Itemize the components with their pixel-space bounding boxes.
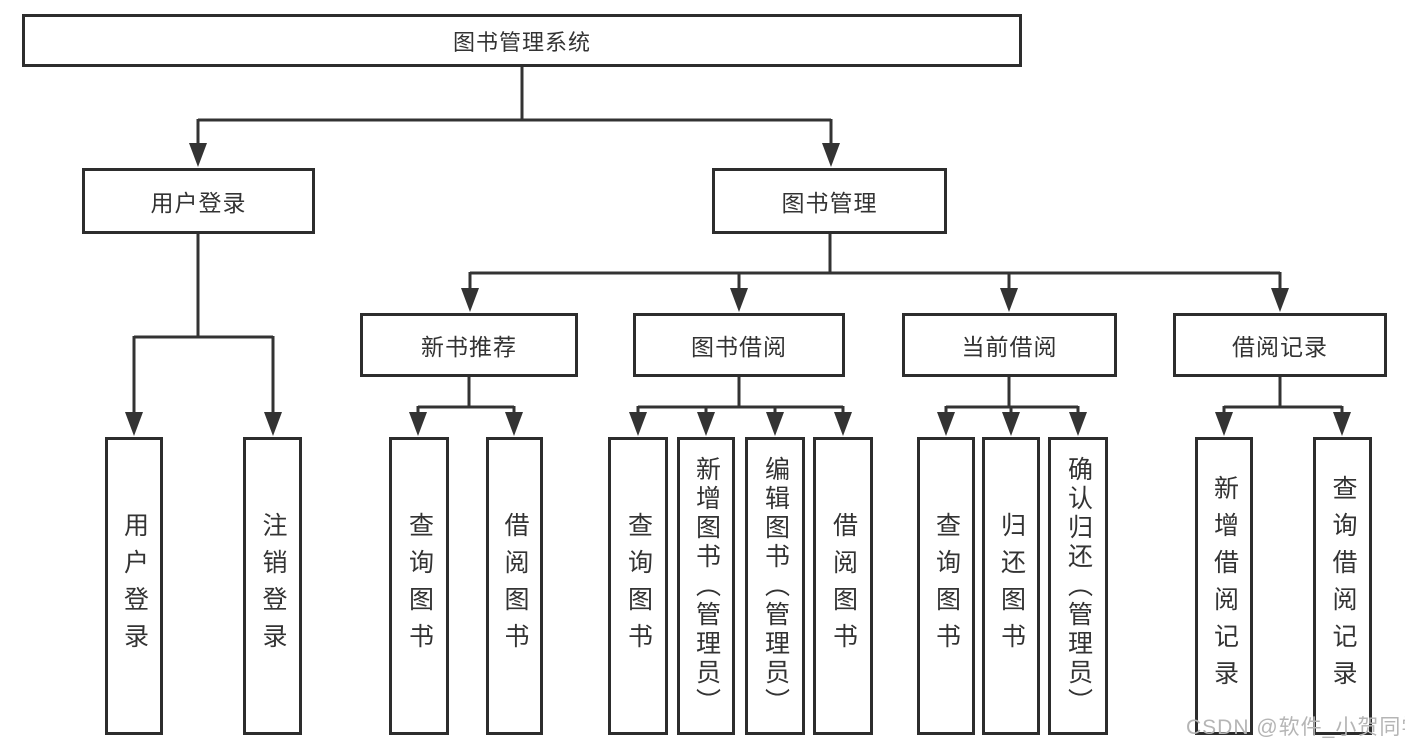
arrowheads — [125, 143, 1351, 436]
node-borrow-records: 借阅记录 — [1173, 313, 1387, 377]
leaf-borrow-books: 借阅图书 — [813, 437, 873, 735]
node-book-management: 图书管理 — [712, 168, 947, 234]
node-book-borrow: 图书借阅 — [633, 313, 845, 377]
leaf-logout: 注销登录 — [243, 437, 302, 735]
leaf-edit-books-admin: 编辑图书（管理员） — [745, 437, 805, 735]
leaf-borrow-books-recommend: 借阅图书 — [486, 437, 543, 735]
csdn-watermark: CSDN @软件_小贺同学 — [1186, 716, 1405, 739]
leaf-add-borrow-record: 新增借阅记录 — [1195, 437, 1253, 735]
leaf-query-books-recommend: 查询图书 — [389, 437, 449, 735]
leaf-user-login: 用户登录 — [105, 437, 163, 735]
leaf-confirm-return-admin: 确认归还（管理员） — [1048, 437, 1108, 735]
node-new-book-recommend: 新书推荐 — [360, 313, 578, 377]
leaf-query-books-borrow: 查询图书 — [608, 437, 668, 735]
leaf-return-books: 归还图书 — [982, 437, 1040, 735]
node-current-borrow: 当前借阅 — [902, 313, 1117, 377]
node-user-login: 用户登录 — [82, 168, 315, 234]
leaf-query-books-current: 查询图书 — [917, 437, 975, 735]
leaf-query-borrow-record: 查询借阅记录 — [1313, 437, 1372, 735]
tree-edges — [132, 67, 1344, 414]
leaf-add-books-admin: 新增图书（管理员） — [677, 437, 735, 735]
node-library-system: 图书管理系统 — [22, 14, 1022, 67]
